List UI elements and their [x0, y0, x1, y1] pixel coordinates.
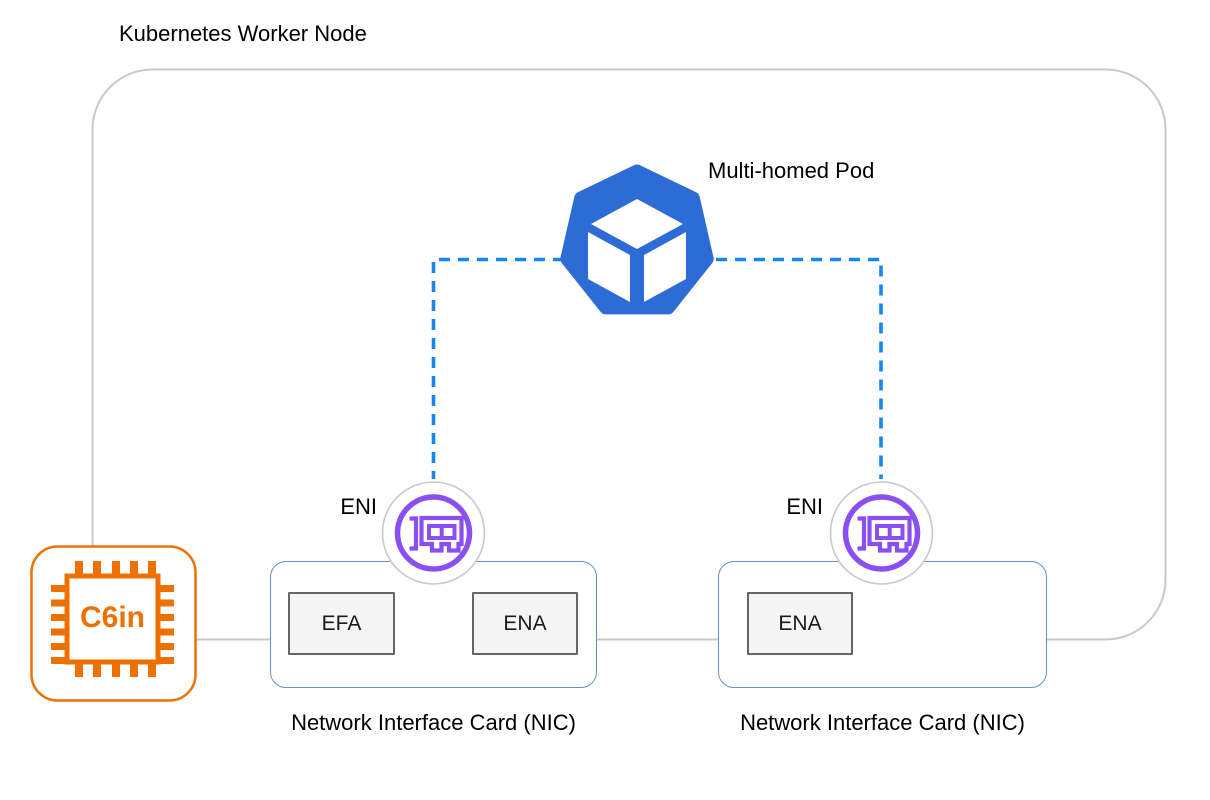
c6in-instance-icon	[30, 545, 197, 702]
ena-card-right-label: ENA	[778, 611, 822, 635]
eni-purple-ring	[394, 494, 473, 572]
nic-caption-right: Network Interface Card (NIC)	[740, 710, 1025, 735]
ena-card-right: ENA	[747, 592, 853, 655]
eni-icon-left	[381, 481, 486, 585]
eni-card-outline	[419, 515, 464, 553]
pod-cube-right-face	[644, 232, 686, 302]
nic-caption-left: Network Interface Card (NIC)	[291, 710, 576, 735]
diagram-title: Kubernetes Worker Node	[119, 21, 367, 46]
pod-cube-top-face	[591, 199, 683, 249]
eni-card-window	[875, 524, 905, 540]
ena-card-left-label: ENA	[503, 611, 547, 635]
eni-icon-right	[829, 481, 934, 585]
pod-cube-left-face	[588, 232, 630, 302]
eni-bracket	[409, 516, 419, 551]
eni-label-left: ENI	[340, 494, 377, 519]
worker-node-boundary	[91, 68, 1167, 641]
pod-label: Multi-homed Pod	[708, 158, 875, 183]
eni-bracket	[857, 516, 867, 551]
pod-to-left-eni-connector	[431, 257, 640, 479]
efa-card-label: EFA	[321, 611, 362, 635]
chip-pins	[51, 561, 174, 677]
eni-label-right: ENI	[786, 494, 823, 519]
ena-card-left: ENA	[472, 592, 578, 655]
pod-to-right-eni-connector	[640, 257, 883, 479]
eni-card-window	[427, 524, 457, 540]
eni-purple-ring	[842, 494, 921, 572]
eni-card-outline	[867, 515, 912, 553]
efa-card: EFA	[288, 592, 395, 655]
kubernetes-pod-icon	[560, 164, 714, 315]
c6in-label: C6in	[79, 601, 145, 634]
